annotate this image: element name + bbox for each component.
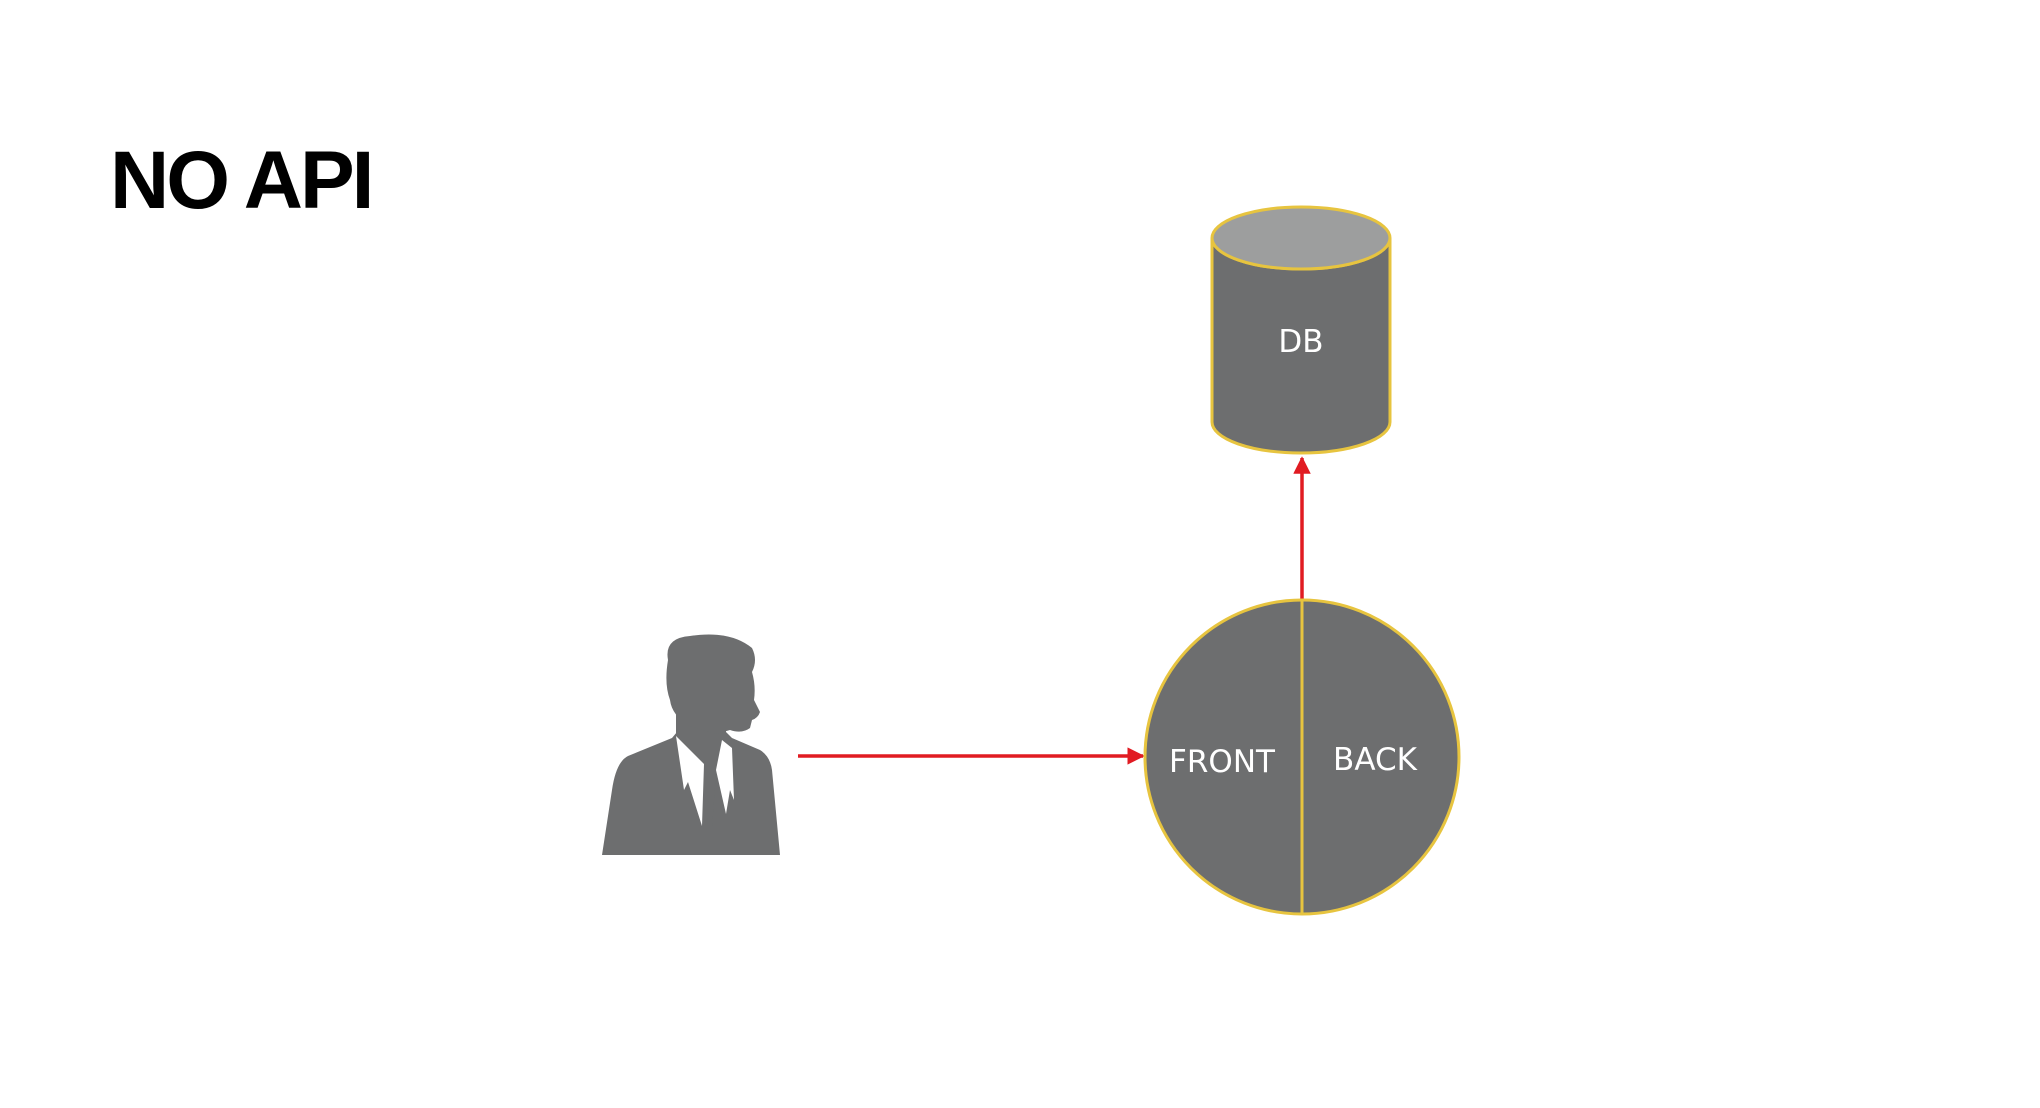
person-head [666,634,760,734]
front-back-server: FRONT BACK [1143,598,1461,916]
database-cylinder-icon: DB [1210,205,1392,455]
page-title: NO API [110,135,371,226]
person-shirt [676,736,704,826]
db-top [1210,205,1392,271]
back-label: BACK [1333,742,1418,778]
person-tie [706,760,716,826]
person-silhouette-icon [602,634,780,855]
front-label: FRONT [1169,744,1276,780]
person-shirt-right [716,740,734,814]
db-label: DB [1278,324,1323,360]
